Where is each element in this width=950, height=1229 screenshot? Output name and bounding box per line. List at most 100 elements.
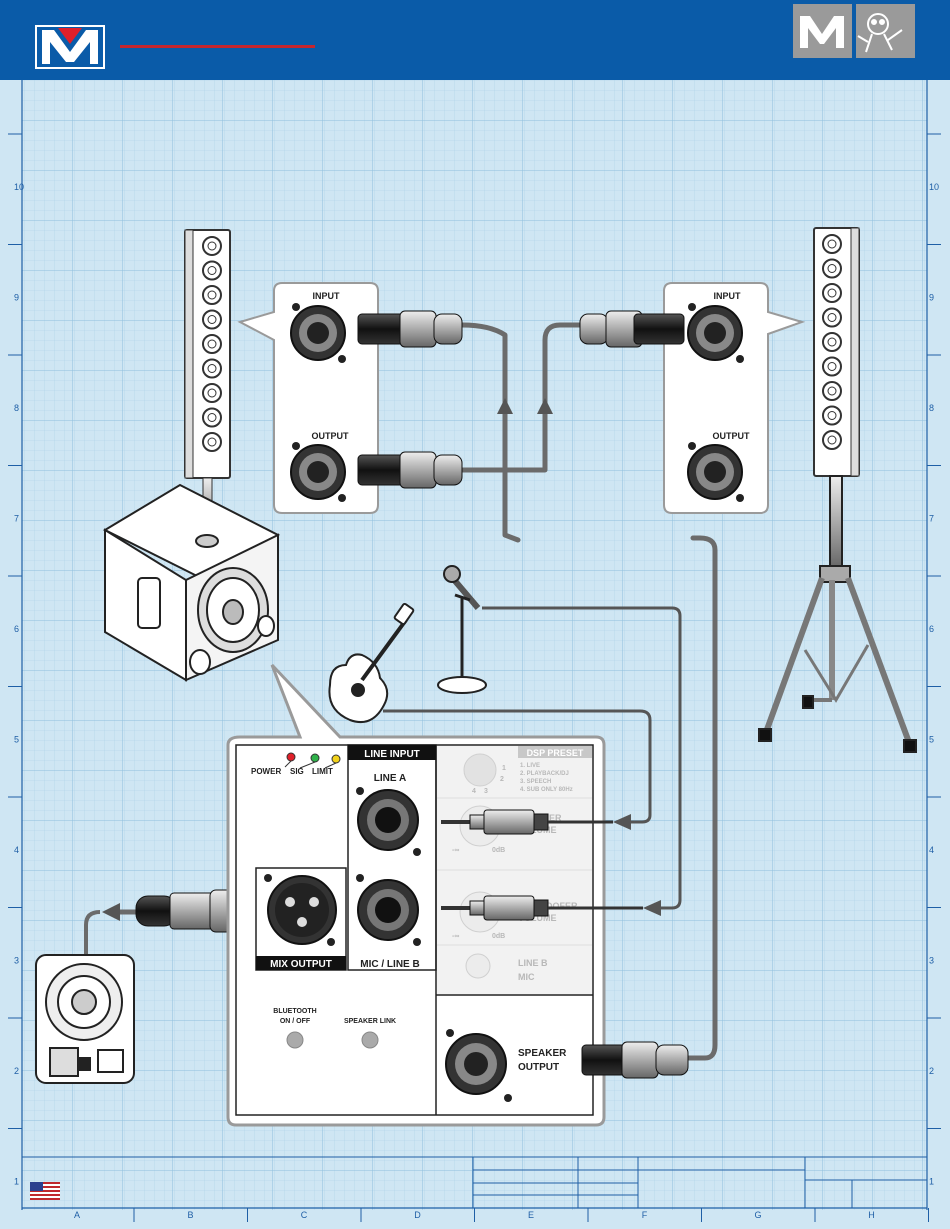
right-input-label: INPUT <box>714 291 742 301</box>
limit-led <box>331 754 341 764</box>
ruler-col-label: G <box>754 1210 761 1220</box>
right-output-label: OUTPUT <box>713 431 751 441</box>
mascot-icon <box>857 13 903 53</box>
ruler-row-label: 2 <box>929 1066 934 1076</box>
bluetooth-label-1: BLUETOOTH <box>273 1008 316 1015</box>
speaker-output-jack[interactable] <box>445 1029 512 1102</box>
ruler-row-label: 5 <box>929 735 934 745</box>
line-a-combo-jack[interactable] <box>356 787 421 856</box>
dsp-option-2: 2. PLAYBACK/DJ <box>520 771 569 777</box>
dsp-knob-mark-4: 4 <box>472 788 476 795</box>
mic-label: MIC <box>518 972 535 982</box>
header-red-line <box>120 45 315 48</box>
ruler-col-label: D <box>414 1210 421 1220</box>
mix-output-label: MIX OUTPUT <box>270 959 332 970</box>
speakon-plug-right-input <box>579 310 685 348</box>
left-output-label: OUTPUT <box>312 431 350 441</box>
line-a-label: LINE A <box>374 773 406 784</box>
speakon-plug-left-output <box>357 451 463 489</box>
guitar-icon <box>328 602 415 724</box>
led-leader-lines <box>284 760 337 769</box>
power-label: POWER <box>251 767 281 776</box>
line-mic-switch[interactable] <box>465 953 491 979</box>
mix-output-xlr-jack[interactable] <box>264 874 337 946</box>
ruler-row-label: 5 <box>14 735 19 745</box>
dsp-option-1: 1. LIVE <box>520 763 540 769</box>
speaker-driver-cone <box>207 437 217 447</box>
power-led <box>286 752 296 762</box>
subwoofer-volume-label-2: VOLUME <box>518 913 557 923</box>
ruler-row-label: 1 <box>929 1177 934 1187</box>
line-input-header <box>348 745 436 760</box>
ruler-row-label: 1 <box>14 1177 19 1187</box>
ruler-col-label: B <box>187 1210 193 1220</box>
right-input-jack[interactable] <box>687 303 744 363</box>
speaker-output-label-1: SPEAKER <box>518 1048 567 1059</box>
left-input-label: INPUT <box>313 291 341 301</box>
ruler-row-label: 4 <box>929 845 934 855</box>
ruler-row-label: 2 <box>14 1066 19 1076</box>
signal-lines <box>383 606 682 910</box>
us-flag-icon <box>30 1182 60 1200</box>
speaker-volume-max: 0dB <box>492 847 505 854</box>
sig-label: SIG <box>290 767 304 776</box>
speaker-driver-cone <box>827 435 837 445</box>
speaker-driver-cone <box>827 313 837 322</box>
speaker-driver-cone <box>207 388 217 398</box>
mic-line-b-label: MIC / LINE B <box>360 959 419 970</box>
line-input-label: LINE INPUT <box>364 749 420 760</box>
limit-label: LIMIT <box>312 767 333 776</box>
ruler-col-label: C <box>301 1210 308 1220</box>
dsp-knob-mark-2: 2 <box>500 776 504 783</box>
speakon-plug-mixer-output <box>581 1041 689 1079</box>
left-output-jack[interactable] <box>290 442 346 502</box>
tripod-stand <box>758 475 917 753</box>
title-block <box>21 1156 928 1209</box>
header-bar <box>0 0 950 80</box>
speaker-driver-cone <box>827 264 837 273</box>
speaker-driver-cone <box>827 411 837 420</box>
speakon-plug-left-input <box>357 310 463 348</box>
subwoofer <box>102 483 281 682</box>
dsp-knob-mark-1: 1 <box>502 765 506 772</box>
monitor-speaker <box>35 954 135 1084</box>
mv-logo-icon <box>35 25 105 69</box>
speaker-driver-cone <box>207 241 217 251</box>
dsp-preset-header <box>518 746 592 758</box>
dsp-knob-mark-3: 3 <box>484 788 488 795</box>
ruler-row-label: 8 <box>929 403 934 413</box>
quarter-inch-plug-mic <box>441 895 549 921</box>
ruler-row-label: 3 <box>929 956 934 966</box>
arrow-icons <box>102 398 661 921</box>
right-output-jack[interactable] <box>687 442 744 502</box>
ruler-col-label: E <box>528 1210 534 1220</box>
speaker-output-label-2: OUTPUT <box>518 1062 559 1073</box>
ruler-row-label: 8 <box>14 403 19 413</box>
bluetooth-button[interactable] <box>286 1031 304 1049</box>
sig-led <box>310 753 320 763</box>
subwoofer-volume-max: 0dB <box>492 933 505 940</box>
column-speaker-right <box>813 227 860 477</box>
left-input-jack[interactable] <box>290 303 346 363</box>
speaker-driver-cone <box>207 339 217 349</box>
speaker-driver-cone <box>827 362 837 371</box>
speaker-link-label: SPEAKER LINK <box>344 1018 396 1025</box>
speaker-driver-cone <box>827 239 837 249</box>
ruler-row-label: 9 <box>929 293 934 303</box>
ruler-row-label: 10 <box>929 182 939 192</box>
speaker-volume-min: -∞ <box>452 847 459 854</box>
speaker-driver-cone <box>207 290 217 300</box>
ruler-row-label: 6 <box>14 624 19 634</box>
ruler-row-label: 3 <box>14 956 19 966</box>
speaker-link-button[interactable] <box>361 1031 379 1049</box>
bluetooth-label-2: ON / OFF <box>280 1018 311 1025</box>
dsp-option-4: 4. SUB ONLY 80Hz <box>520 787 573 793</box>
speaker-driver-cone <box>207 266 217 275</box>
ruler-row-label: 7 <box>14 514 19 524</box>
speaker-driver-cone <box>827 386 837 396</box>
ruler-col-label: H <box>868 1210 875 1220</box>
mic-line-b-combo-jack[interactable] <box>356 874 421 946</box>
speaker-driver-cone <box>827 337 837 347</box>
speaker-driver-cone <box>207 413 217 422</box>
dsp-preset-knob[interactable] <box>463 753 497 787</box>
